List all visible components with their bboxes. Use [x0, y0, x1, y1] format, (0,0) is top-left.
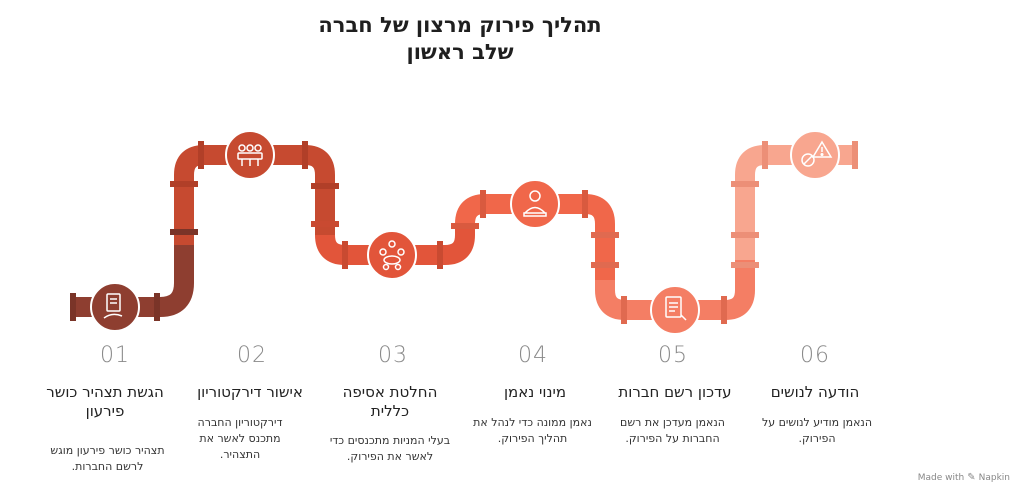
- step-title-3: החלטת אסיפה כללית: [342, 383, 438, 420]
- step-desc-5: הנאמן מעדכן את רשם החברות על הפירוק.: [620, 416, 725, 445]
- step-desc-2: דירקטוריון החברה מתכנס לאשר את התצהיר.: [197, 416, 283, 461]
- registry-document-icon: [665, 296, 687, 321]
- step-node-1: [90, 282, 140, 332]
- made-with-footer: Made with ✎ Napkin: [918, 472, 1010, 483]
- step-desc-1: תצהיר כושר פירעון מוגש לרשם החברות.: [50, 444, 165, 473]
- step-title-2: אישור דירקטוריון: [197, 383, 303, 401]
- step-title-4: מינוי נאמן: [503, 383, 567, 401]
- step-node-2: [225, 130, 275, 180]
- pipe-segment-1: [70, 245, 194, 317]
- document-hand-icon: [103, 293, 123, 319]
- step-desc-4: נאמן ממונה כדי לנהל את תהליך הפירוק.: [473, 416, 592, 445]
- step-node-4: [510, 179, 560, 229]
- pipe-segment-3: [315, 225, 475, 265]
- pipeline-diagram: [70, 130, 858, 335]
- warning-notice-icon: [801, 140, 833, 167]
- boardroom-icon: [237, 144, 263, 166]
- step-title-5: עדכון רשם חברות: [618, 383, 732, 401]
- step-number-3: 03: [378, 343, 408, 368]
- napkin-logo-icon: ✎: [967, 472, 976, 483]
- step-title-6: הודעה לנושים: [770, 383, 860, 401]
- meeting-icon: [379, 240, 405, 271]
- step-node-3: [367, 230, 417, 280]
- step-number-6: 06: [800, 343, 830, 368]
- step-number-1: 01: [100, 343, 130, 368]
- step-desc-3: בעלי המניות מתכנסים כדי לאשר את הפירוק.: [329, 434, 451, 463]
- napkin-brand: Napkin: [978, 472, 1010, 483]
- diagram-title: תהליך פירוק מרצון של חברה שלב ראשון: [250, 12, 670, 66]
- pipe-joints: [70, 141, 858, 324]
- step-node-5: [650, 285, 700, 335]
- made-with-label: Made with: [917, 472, 965, 483]
- step-title-1: הגשת תצהיר כושר פירעון: [46, 383, 164, 420]
- title-line-2: שלב ראשון: [406, 40, 514, 64]
- title-line-1: תהליך פירוק מרצון של חברה: [318, 13, 602, 37]
- step-node-6: [790, 130, 840, 180]
- step-number-2: 02: [237, 343, 267, 368]
- step-number-4: 04: [518, 343, 548, 368]
- trustee-icon: [523, 190, 547, 217]
- step-number-5: 05: [658, 343, 688, 368]
- step-desc-6: הנאמן מודיע לנושים על הפירוק.: [761, 416, 873, 445]
